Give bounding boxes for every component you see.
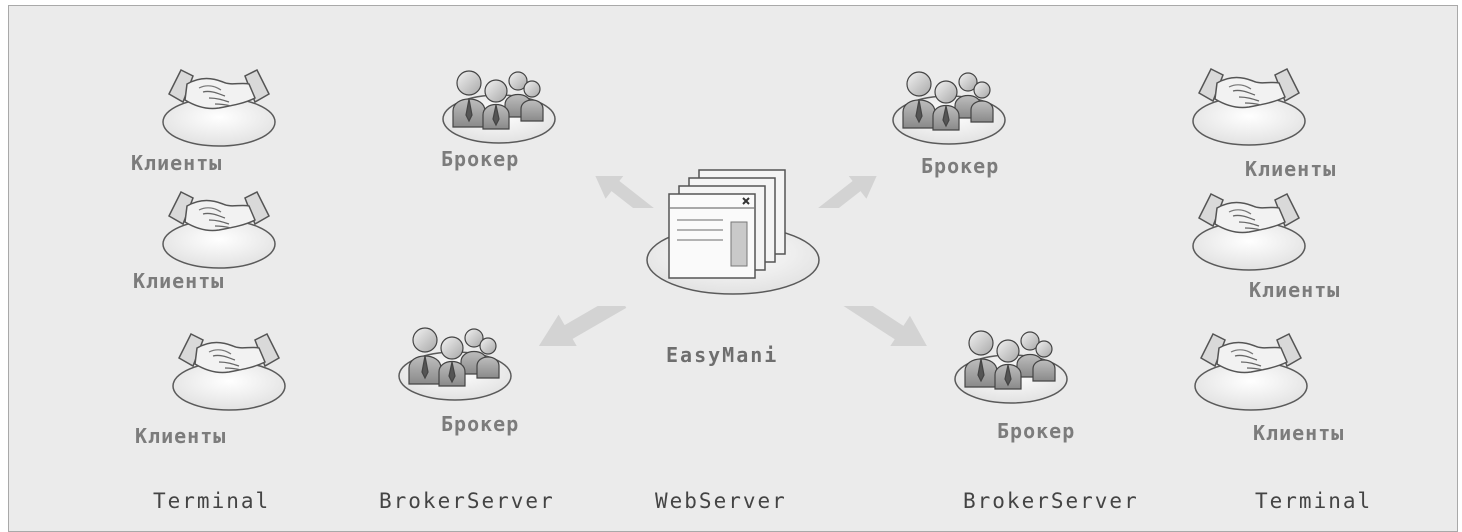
broker-label-top-right: Брокер [921,154,1000,178]
arrow-icon [809,176,889,208]
broker-node-bottom-left [395,318,515,403]
client-node-left-3 [169,328,289,413]
client-node-left-1 [159,64,279,149]
broker-label-bottom-left: Брокер [441,412,520,436]
bottom-label-brokerserver-left: BrokerServer [379,489,555,513]
arrow-icon [836,306,942,346]
people-group-icon [889,62,1009,147]
people-group-icon [439,61,559,146]
arrow-icon [583,176,663,208]
handshake-icon [159,186,279,271]
diagram-canvas: Клиенты Клиенты Клиенты Брокер Брокер Ea… [8,5,1458,532]
bottom-label-terminal-left: Terminal [153,489,271,513]
client-node-left-2 [159,186,279,271]
client-label-right-1: Клиенты [1245,157,1337,181]
broker-node-top-left [439,61,559,146]
handshake-icon [1191,328,1311,413]
center-node [643,164,823,299]
bottom-label-terminal-right: Terminal [1255,489,1373,513]
broker-label-bottom-right: Брокер [997,419,1076,443]
handshake-icon [169,328,289,413]
arrow-icon [525,306,633,346]
broker-label-top-left: Брокер [441,147,520,171]
client-label-left-3: Клиенты [135,424,227,448]
client-node-right-1 [1189,63,1309,148]
bottom-label-brokerserver-right: BrokerServer [963,489,1139,513]
client-label-left-1: Клиенты [131,151,223,175]
browser-windows-icon [646,169,820,295]
handshake-icon [1189,188,1309,273]
client-label-left-2: Клиенты [133,269,225,293]
bottom-label-webserver: WebServer [655,489,787,513]
people-group-icon [951,321,1071,406]
client-node-right-2 [1189,188,1309,273]
people-group-icon [395,318,515,403]
handshake-icon [159,64,279,149]
handshake-icon [1189,63,1309,148]
client-label-right-3: Клиенты [1253,421,1345,445]
client-label-right-2: Клиенты [1249,278,1341,302]
broker-node-bottom-right [951,321,1071,406]
broker-node-top-right [889,62,1009,147]
client-node-right-3 [1191,328,1311,413]
center-label: EasyMani [666,343,779,367]
